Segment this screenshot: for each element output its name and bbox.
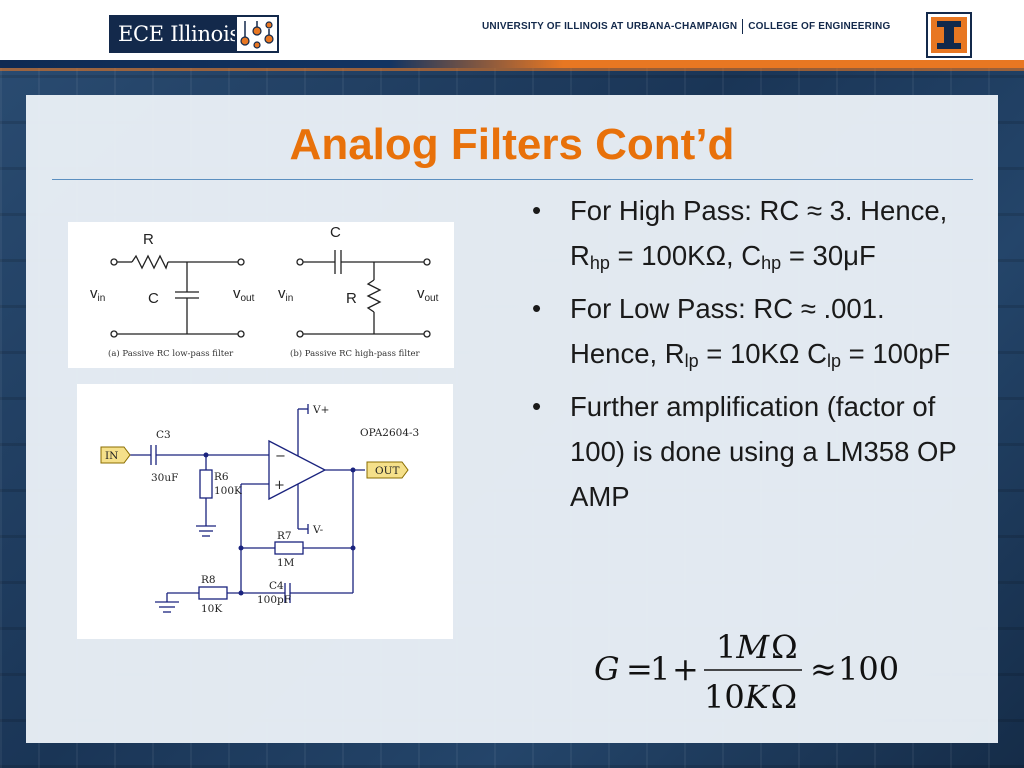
formula-num-b: M (735, 628, 770, 666)
lp-vin-sub: in (98, 293, 106, 304)
hp-vin-label: v (278, 285, 286, 302)
inverting-input-sign: − (275, 449, 286, 464)
formula-lhs: G (594, 650, 620, 688)
svg-text:1MΩ: 1MΩ (716, 628, 798, 666)
out-tag: OUT (375, 465, 399, 477)
circuit-logo-icon (235, 15, 279, 53)
r6-value: 100K (214, 485, 242, 497)
formula-den-c: Ω (771, 678, 798, 716)
block-i-logo (926, 12, 972, 58)
c3-value: 30uF (151, 472, 178, 484)
formula-num-a: 1 (716, 628, 736, 666)
bullet-amplification: Further amplification (factor of 100) is… (530, 384, 970, 519)
hp-r-label: R (346, 290, 357, 307)
lp-caption: (a) Passive RC low-pass filter (108, 348, 234, 359)
formula-den-a: 10 (704, 678, 745, 716)
lp-vin-label: v (90, 285, 98, 302)
formula-one: 1 (650, 650, 670, 688)
formula-result: 100 (838, 650, 899, 688)
logo-text: ECE Illinois (118, 22, 240, 46)
r6-label: R6 (214, 471, 229, 483)
formula-eq: = (626, 650, 653, 688)
formula-plus: + (672, 650, 699, 688)
block-i-icon (937, 21, 961, 49)
hp-c-label: C (330, 224, 341, 241)
bullet-high-pass: For High Pass: RC ≈ 3. Hence, Rhp = 100K… (530, 188, 970, 278)
formula-approx: ≈ (810, 650, 837, 688)
bullet-list: For High Pass: RC ≈ 3. Hence, Rhp = 100K… (530, 188, 970, 527)
header-stripe (0, 60, 1024, 68)
lp-vout-sub: out (241, 293, 255, 304)
r7-label: R7 (277, 530, 292, 542)
part-label: OPA2604-3 (360, 427, 419, 439)
svg-text:vout: vout (417, 285, 439, 304)
svg-text:vin: vin (90, 285, 105, 304)
svg-text:vin: vin (278, 285, 293, 304)
c4-label: C4 (269, 580, 284, 592)
title-divider (52, 179, 973, 180)
c4-value: 100pF (257, 594, 291, 606)
university-name: UNIVERSITY OF ILLINOIS AT URBANA-CHAMPAI… (482, 21, 738, 33)
hp-vin-sub: in (286, 293, 294, 304)
hp-vout-sub: out (425, 293, 439, 304)
formula-den-b: K (744, 678, 771, 716)
c3-label: C3 (156, 429, 171, 441)
gain-formula: G = 1 + 1MΩ 10KΩ ≈ 100 (590, 628, 900, 720)
vplus-label: V+ (312, 404, 329, 416)
rc-filter-figure: R C vin vout C R vin vout (a) Passive RC… (68, 222, 454, 368)
lp-vout-label: v (233, 285, 241, 302)
noninverting-input-sign: + (274, 478, 285, 493)
formula-num-c: Ω (771, 628, 798, 666)
header-accent-line (0, 68, 1024, 71)
r8-value: 10K (201, 603, 222, 615)
svg-text:vout: vout (233, 285, 255, 304)
banner-divider (742, 19, 744, 34)
university-banner: UNIVERSITY OF ILLINOIS AT URBANA-CHAMPAI… (482, 19, 890, 34)
in-tag: IN (105, 450, 118, 462)
r8-label: R8 (201, 574, 216, 586)
hp-caption: (b) Passive RC high-pass filter (290, 348, 421, 359)
lp-c-label: C (148, 290, 159, 307)
opamp-schematic: IN OUT OPA2604-3 V+ V- C3 30uF R6 100K R… (77, 384, 453, 639)
svg-text:10KΩ: 10KΩ (704, 678, 797, 716)
r7-value: 1M (277, 557, 295, 569)
lp-r-label: R (143, 231, 154, 248)
header-bar: ECE Illinois UNIVERSITY OF ILLINOIS AT U… (0, 0, 1024, 66)
bullet-low-pass: For Low Pass: RC ≈ .001. Hence, Rlp = 10… (530, 286, 970, 376)
slide-title: Analog Filters Cont’d (289, 120, 735, 169)
ece-illinois-logo: ECE Illinois (109, 15, 279, 53)
vminus-label: V- (312, 524, 324, 536)
hp-vout-label: v (417, 285, 425, 302)
college-name: COLLEGE OF ENGINEERING (748, 21, 891, 33)
